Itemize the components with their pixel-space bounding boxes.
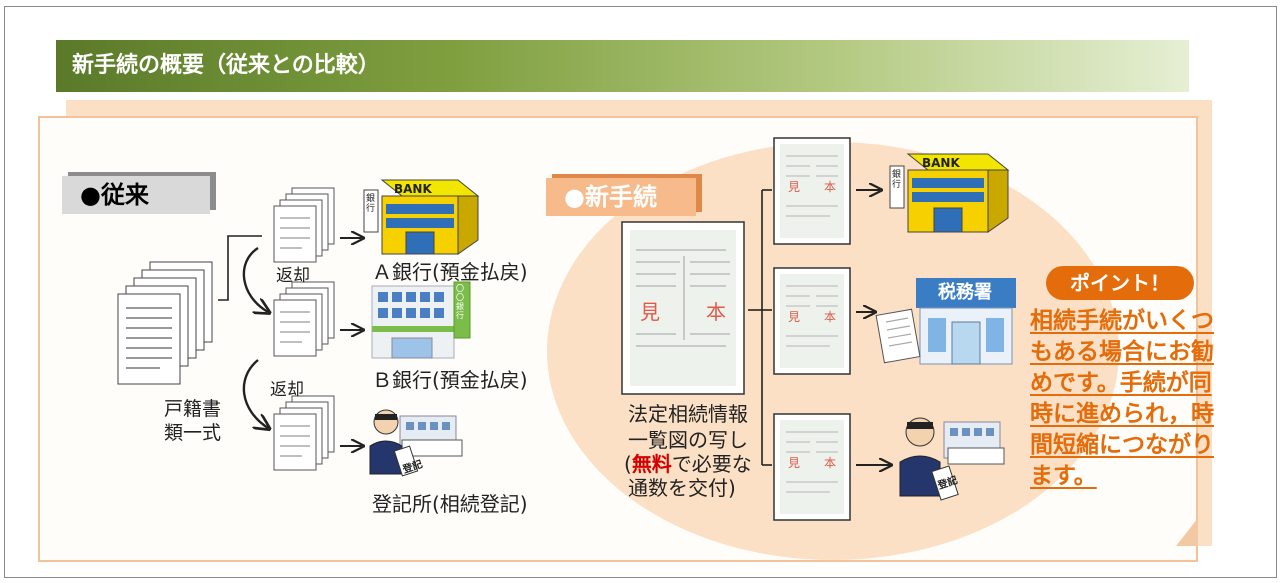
- certificate-copy-icon-1: [773, 137, 851, 245]
- point-line-2: もある場合にお勧: [1030, 339, 1214, 365]
- point-line-6: ます。: [1030, 463, 1097, 489]
- point-text: 相続手続がいくつ もある場合にお勧 めです。手続が同 時に進められ，時 間短縮に…: [1030, 306, 1252, 492]
- bank-a-icon: [363, 179, 480, 255]
- inheritance-info-certificate-icon: [621, 221, 745, 395]
- registry-office-icon-new: [899, 417, 1005, 501]
- sample-stamp-right-3: 本: [824, 456, 837, 470]
- tax-office-icon: [875, 278, 1016, 365]
- registry-office-icon: [369, 409, 463, 477]
- return-label-1: 返却: [276, 266, 310, 286]
- bank-a-vertical-sign: 銀行: [366, 194, 376, 214]
- source-docs-label-line1: 戸籍書: [164, 398, 222, 420]
- point-line-5: 間短縮につながり: [1030, 432, 1214, 458]
- bank-b-icon: [371, 281, 471, 359]
- certificate-copy-icon-3: [773, 413, 851, 521]
- certificate-label-line4: 通数を交付): [628, 476, 736, 500]
- certificate-label-line3: (無料で必要な: [624, 452, 752, 476]
- bank-a-label: Ａ銀行(預金払戻): [372, 260, 528, 284]
- new-procedure-tab: ●新手続: [546, 178, 696, 216]
- bank-vertical-sign-new: 銀行: [892, 170, 902, 190]
- sample-stamp-left-1: 見: [788, 180, 801, 194]
- bank-a-sign: BANK: [394, 182, 432, 196]
- bank-b-label: Ｂ銀行(預金払戻): [372, 368, 528, 392]
- sample-stamp-left: 見: [640, 300, 660, 324]
- sample-stamp-right: 本: [706, 300, 726, 324]
- bank-b-sign: 〇〇銀行: [456, 284, 464, 320]
- point-line-4: 時に進められ，時: [1030, 401, 1214, 427]
- doc-bundle-icon-3: [273, 395, 335, 471]
- registry-label: 登記所(相続登記): [372, 492, 528, 516]
- page-title: 新手続の概要（従来との比較）: [56, 40, 1189, 92]
- point-line-3: めです。手続が同: [1030, 370, 1212, 396]
- doc-bundle-icon-2: [273, 281, 335, 357]
- page-curl: [1176, 518, 1198, 546]
- bank-sign-new: BANK: [922, 156, 960, 170]
- certificate-label-paren: (: [624, 452, 632, 476]
- certificate-copy-icon-2: [773, 267, 851, 375]
- free-label: 無料: [631, 452, 672, 476]
- family-register-stack-icon: [117, 261, 213, 385]
- source-docs-label-line2: 類一式: [164, 422, 222, 444]
- point-badge: ポイント！: [1046, 266, 1194, 300]
- bank-icon-new: [889, 153, 1010, 233]
- tax-office-sign: 税務署: [938, 282, 992, 303]
- certificate-label-line1: 法定相続情報: [628, 402, 748, 426]
- sample-stamp-left-3: 見: [788, 456, 801, 470]
- sample-stamp-right-2: 本: [824, 310, 837, 324]
- old-procedure-tab: ●従来: [62, 176, 210, 214]
- doc-bundle-icon-1: [273, 187, 335, 263]
- sample-stamp-left-2: 見: [788, 310, 801, 324]
- return-label-2: 返却: [270, 380, 304, 400]
- point-line-1: 相続手続がいくつ: [1030, 308, 1214, 334]
- certificate-label-line2: 一覧図の写し: [628, 428, 748, 452]
- sample-stamp-right-1: 本: [824, 180, 837, 194]
- certificate-label-suffix: で必要な: [671, 452, 752, 476]
